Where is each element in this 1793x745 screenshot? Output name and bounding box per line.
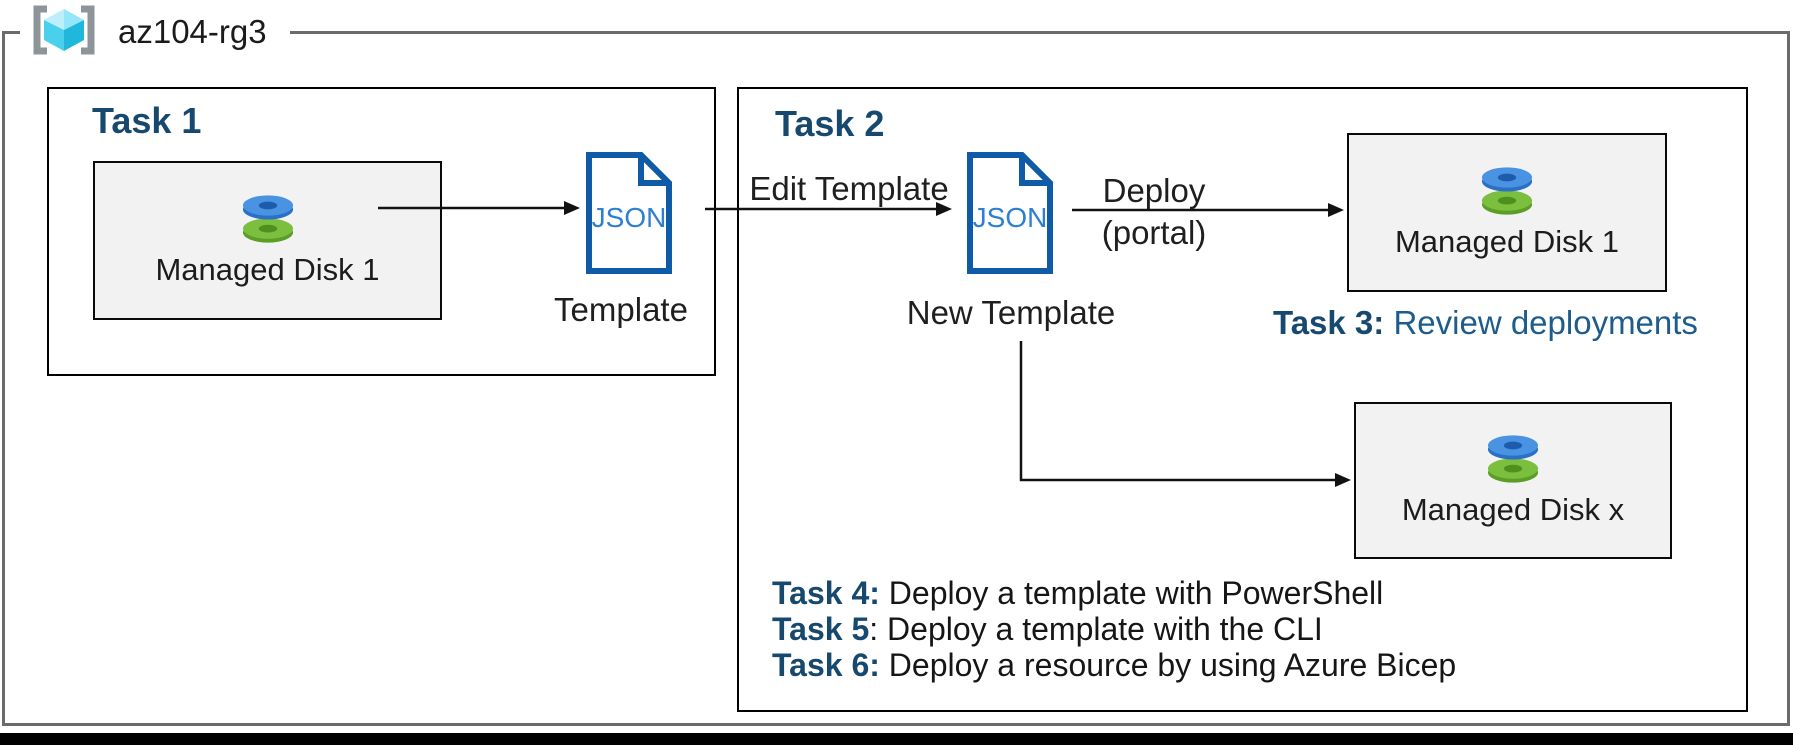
- task2-title: Task 2: [775, 103, 885, 144]
- bracket-left: [33, 5, 47, 55]
- edit-template-label: Edit Template: [749, 170, 949, 207]
- task4-text: Deploy a template with PowerShell: [879, 575, 1384, 611]
- cube-face-top-left: [44, 9, 64, 30]
- managed-disk-1-label: Managed Disk 1: [155, 252, 380, 287]
- managed-disk-1-task2-label: Managed Disk 1: [1394, 224, 1619, 259]
- resource-group-border-gap: [20, 27, 290, 38]
- deploy-label: Deploy: [1102, 172, 1206, 209]
- task5-line: Task 5: Deploy a template with the CLI: [772, 611, 1456, 647]
- task5-prefix: Task 5: [772, 611, 870, 647]
- cube-face-top-right: [64, 9, 84, 30]
- task-list: Task 4: Deploy a template with PowerShel…: [772, 575, 1456, 683]
- json-icon-text: JSON: [973, 202, 1048, 233]
- json-icon-text: JSON: [592, 202, 667, 233]
- cube-face-bottom-left: [44, 20, 64, 51]
- resource-group-icon: [33, 5, 95, 55]
- json-new-template-icon: JSON: [967, 152, 1053, 274]
- managed-disk-icon: [1481, 167, 1533, 215]
- task6-prefix: Task 6:: [772, 647, 880, 683]
- new-template-label: New Template: [906, 294, 1116, 331]
- task3-label: Task 3: Review deployments: [1273, 304, 1698, 342]
- deploy-portal-label: (portal): [1101, 214, 1207, 251]
- bracket-right: [81, 5, 95, 55]
- json-template-icon: JSON: [586, 152, 672, 274]
- task1-title: Task 1: [92, 100, 202, 141]
- task4-prefix: Task 4:: [772, 575, 880, 611]
- managed-disk-x-label: Managed Disk x: [1401, 492, 1625, 527]
- resource-group-border: [2, 31, 1790, 726]
- managed-disk-1-box-task2: Managed Disk 1: [1347, 133, 1667, 292]
- template-label: Template: [554, 291, 688, 328]
- task4-line: Task 4: Deploy a template with PowerShel…: [772, 575, 1456, 611]
- task3-prefix: Task 3:: [1273, 304, 1385, 341]
- task3-text: Review deployments: [1384, 304, 1698, 341]
- managed-disk-1-box: Managed Disk 1: [93, 161, 442, 320]
- task6-text: Deploy a resource by using Azure Bicep: [879, 647, 1457, 683]
- managed-disk-x-box: Managed Disk x: [1354, 402, 1672, 559]
- resource-group-label: az104-rg3: [118, 13, 267, 50]
- bottom-edge-bar: [0, 733, 1793, 745]
- managed-disk-icon: [1487, 435, 1539, 483]
- managed-disk-icon: [242, 195, 293, 243]
- task5-text: : Deploy a template with the CLI: [869, 611, 1323, 647]
- task6-line: Task 6: Deploy a resource by using Azure…: [772, 647, 1456, 683]
- cube-face-bottom-right: [64, 20, 84, 51]
